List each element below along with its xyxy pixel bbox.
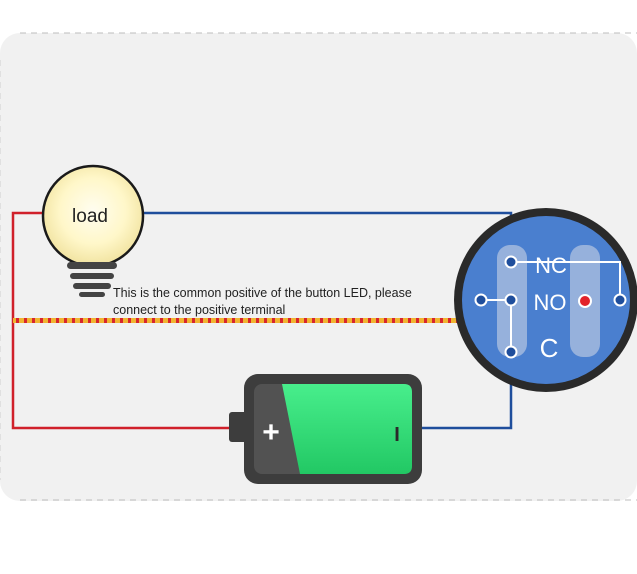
led-terminal-dot: [578, 294, 592, 308]
load-label: load: [72, 206, 108, 227]
terminal-c-dot: [504, 345, 518, 359]
terminal-no-left-dot: [474, 293, 488, 307]
battery-positive-symbol: +: [262, 416, 280, 449]
terminal-c-label: C: [540, 333, 559, 363]
battery-negative-symbol: I: [394, 424, 400, 446]
bulb-icon: [41, 164, 145, 297]
terminal-nc-label: NC: [535, 253, 567, 278]
terminal-nc-right-dot: [613, 293, 627, 307]
terminal-no-dot: [504, 293, 518, 307]
terminal-no-label: NO: [534, 290, 567, 315]
led-note-line-1: This is the common positive of the butto…: [113, 286, 412, 300]
diagram-panel: [0, 32, 637, 501]
push-button-switch: [454, 208, 637, 392]
battery-icon: [229, 374, 422, 484]
terminal-nc-dot: [504, 255, 518, 269]
led-note-line-2: connect to the positive terminal: [113, 303, 285, 317]
